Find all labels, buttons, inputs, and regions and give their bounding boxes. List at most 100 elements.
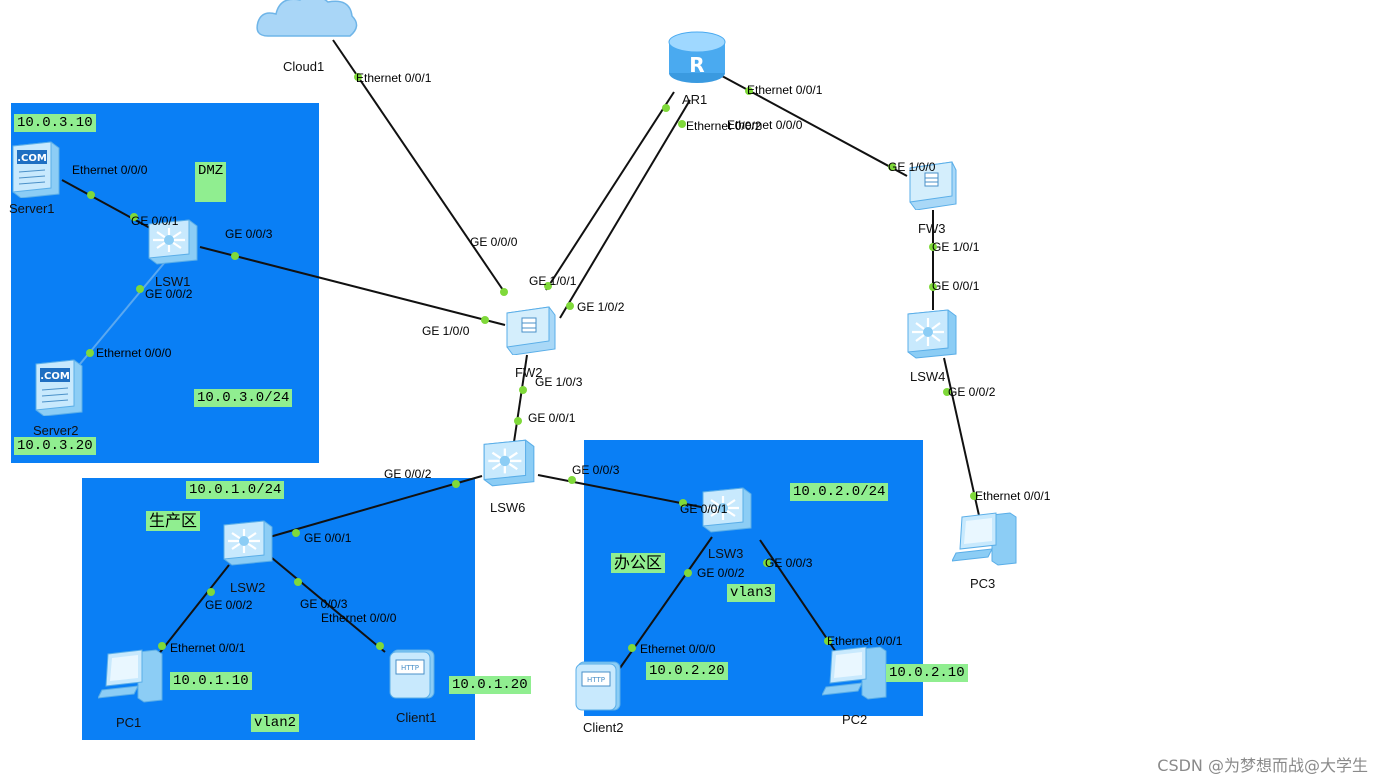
switch-icon[interactable] <box>904 308 960 360</box>
port-dot <box>376 642 384 650</box>
port-label: GE 0/0/3 <box>765 556 813 570</box>
port-label: GE 1/0/1 <box>932 240 980 254</box>
pc-icon[interactable] <box>98 648 164 704</box>
device-label-client2: Client2 <box>583 720 624 735</box>
device-label-server2: Server2 <box>33 423 79 438</box>
port-label: Ethernet 0/0/1 <box>827 634 903 648</box>
zone-title-prod: 生产区 <box>146 511 201 531</box>
port-label: GE 1/0/1 <box>529 274 577 288</box>
port-label: GE 0/0/1 <box>932 279 980 293</box>
cloud-icon[interactable] <box>254 0 362 46</box>
svg-text:.COM: .COM <box>40 371 70 382</box>
switch-icon[interactable] <box>699 486 755 534</box>
subnet-tag-office: 10.0.2.0/24 <box>790 483 889 501</box>
port-dot <box>684 569 692 577</box>
port-label: GE 0/0/1 <box>131 214 179 228</box>
port-dot <box>292 529 300 537</box>
port-label: GE 0/0/2 <box>697 566 745 580</box>
port-label: Ethernet 0/0/1 <box>975 489 1051 503</box>
link-lsw1-fw2 <box>199 246 506 326</box>
ip-tag-pc1: 10.0.1.10 <box>170 672 252 690</box>
port-dot <box>519 386 527 394</box>
router-icon[interactable]: R <box>667 30 727 84</box>
port-dot <box>943 388 951 396</box>
http-client-icon[interactable]: HTTP <box>574 660 628 714</box>
port-label: GE 0/0/1 <box>680 502 728 516</box>
port-dot <box>136 285 144 293</box>
subnet-tag-prod: 10.0.1.0/24 <box>186 481 285 499</box>
port-dot <box>888 163 896 171</box>
device-label-lsw1: LSW1 <box>155 274 191 289</box>
port-dot <box>568 476 576 484</box>
port-dot <box>231 252 239 260</box>
port-dot <box>679 499 687 507</box>
port-label: GE 1/0/2 <box>577 300 625 314</box>
zone-title-office: 办公区 <box>611 553 666 573</box>
port-dot <box>824 637 832 645</box>
device-label-lsw3: LSW3 <box>708 546 744 561</box>
ip-tag-pc2: 10.0.2.10 <box>886 664 968 682</box>
device-label-fw3: FW3 <box>918 221 946 236</box>
device-label-lsw4: LSW4 <box>910 369 946 384</box>
device-label-ar1: AR1 <box>682 92 708 107</box>
device-label-server1: Server1 <box>9 201 55 216</box>
device-label-lsw2: LSW2 <box>230 580 266 595</box>
svg-text:R: R <box>689 53 704 77</box>
port-label: Ethernet 0/0/0 <box>321 611 397 625</box>
svg-text:HTTP: HTTP <box>401 664 419 672</box>
link-lsw3-pc2 <box>759 539 839 656</box>
vlan-tag-prod: vlan2 <box>251 714 300 732</box>
port-dot <box>514 417 522 425</box>
device-label-lsw6: LSW6 <box>490 500 526 515</box>
port-dot <box>544 282 552 290</box>
port-dot <box>158 642 166 650</box>
link-cloud1-fw2 <box>332 39 506 294</box>
link-ar1-fw2-a <box>545 91 675 291</box>
pc-icon[interactable] <box>952 510 1018 568</box>
subnet-tag-dmz: 10.0.3.0/24 <box>194 389 293 407</box>
switch-icon[interactable] <box>220 519 276 567</box>
zone-title-dmz: DMZ <box>195 162 227 202</box>
device-label-pc1: PC1 <box>116 715 142 730</box>
port-dot <box>354 73 362 81</box>
ip-tag-client2: 10.0.2.20 <box>646 662 728 680</box>
port-dot <box>970 492 978 500</box>
port-label: GE 0/0/3 <box>572 463 620 477</box>
switch-icon[interactable] <box>480 438 538 488</box>
firewall-icon[interactable] <box>906 160 958 210</box>
firewall-icon[interactable] <box>501 303 557 355</box>
port-dot <box>130 213 138 221</box>
vlan-tag-office: vlan3 <box>727 584 776 602</box>
port-label: GE 0/0/1 <box>304 531 352 545</box>
port-label: GE 0/0/2 <box>948 385 996 399</box>
port-label: Ethernet 0/0/0 <box>96 346 172 360</box>
server-icon[interactable]: .COM <box>34 358 86 416</box>
http-client-icon[interactable]: HTTP <box>388 648 442 702</box>
link-ar1-fw2-b <box>559 99 691 319</box>
link-fw2-lsw6 <box>513 354 528 443</box>
port-dot <box>763 559 771 567</box>
ip-tag-client1: 10.0.1.20 <box>449 676 531 694</box>
port-label: GE 1/0/3 <box>535 375 583 389</box>
port-dot <box>481 316 489 324</box>
ip-tag-server1: 10.0.3.10 <box>14 114 96 132</box>
device-label-fw2: FW2 <box>515 365 543 380</box>
link-lsw6-lsw3 <box>537 474 702 508</box>
port-label: GE 0/0/1 <box>528 411 576 425</box>
port-dot <box>678 120 686 128</box>
port-dot <box>500 288 508 296</box>
port-dot <box>662 104 670 112</box>
device-label-cloud1: Cloud1 <box>283 59 325 74</box>
port-label: Ethernet 0/0/1 <box>747 83 823 97</box>
ip-tag-server2: 10.0.3.20 <box>14 437 96 455</box>
port-label: GE 1/0/0 <box>422 324 470 338</box>
pc-icon[interactable] <box>822 645 888 701</box>
port-label: Ethernet 0/0/1 <box>356 71 432 85</box>
svg-text:HTTP: HTTP <box>587 676 605 684</box>
port-label: GE 0/0/2 <box>205 598 253 612</box>
port-label: Ethernet 0/0/1 <box>170 641 246 655</box>
switch-icon[interactable] <box>145 218 201 266</box>
server-icon[interactable]: .COM <box>11 140 63 198</box>
